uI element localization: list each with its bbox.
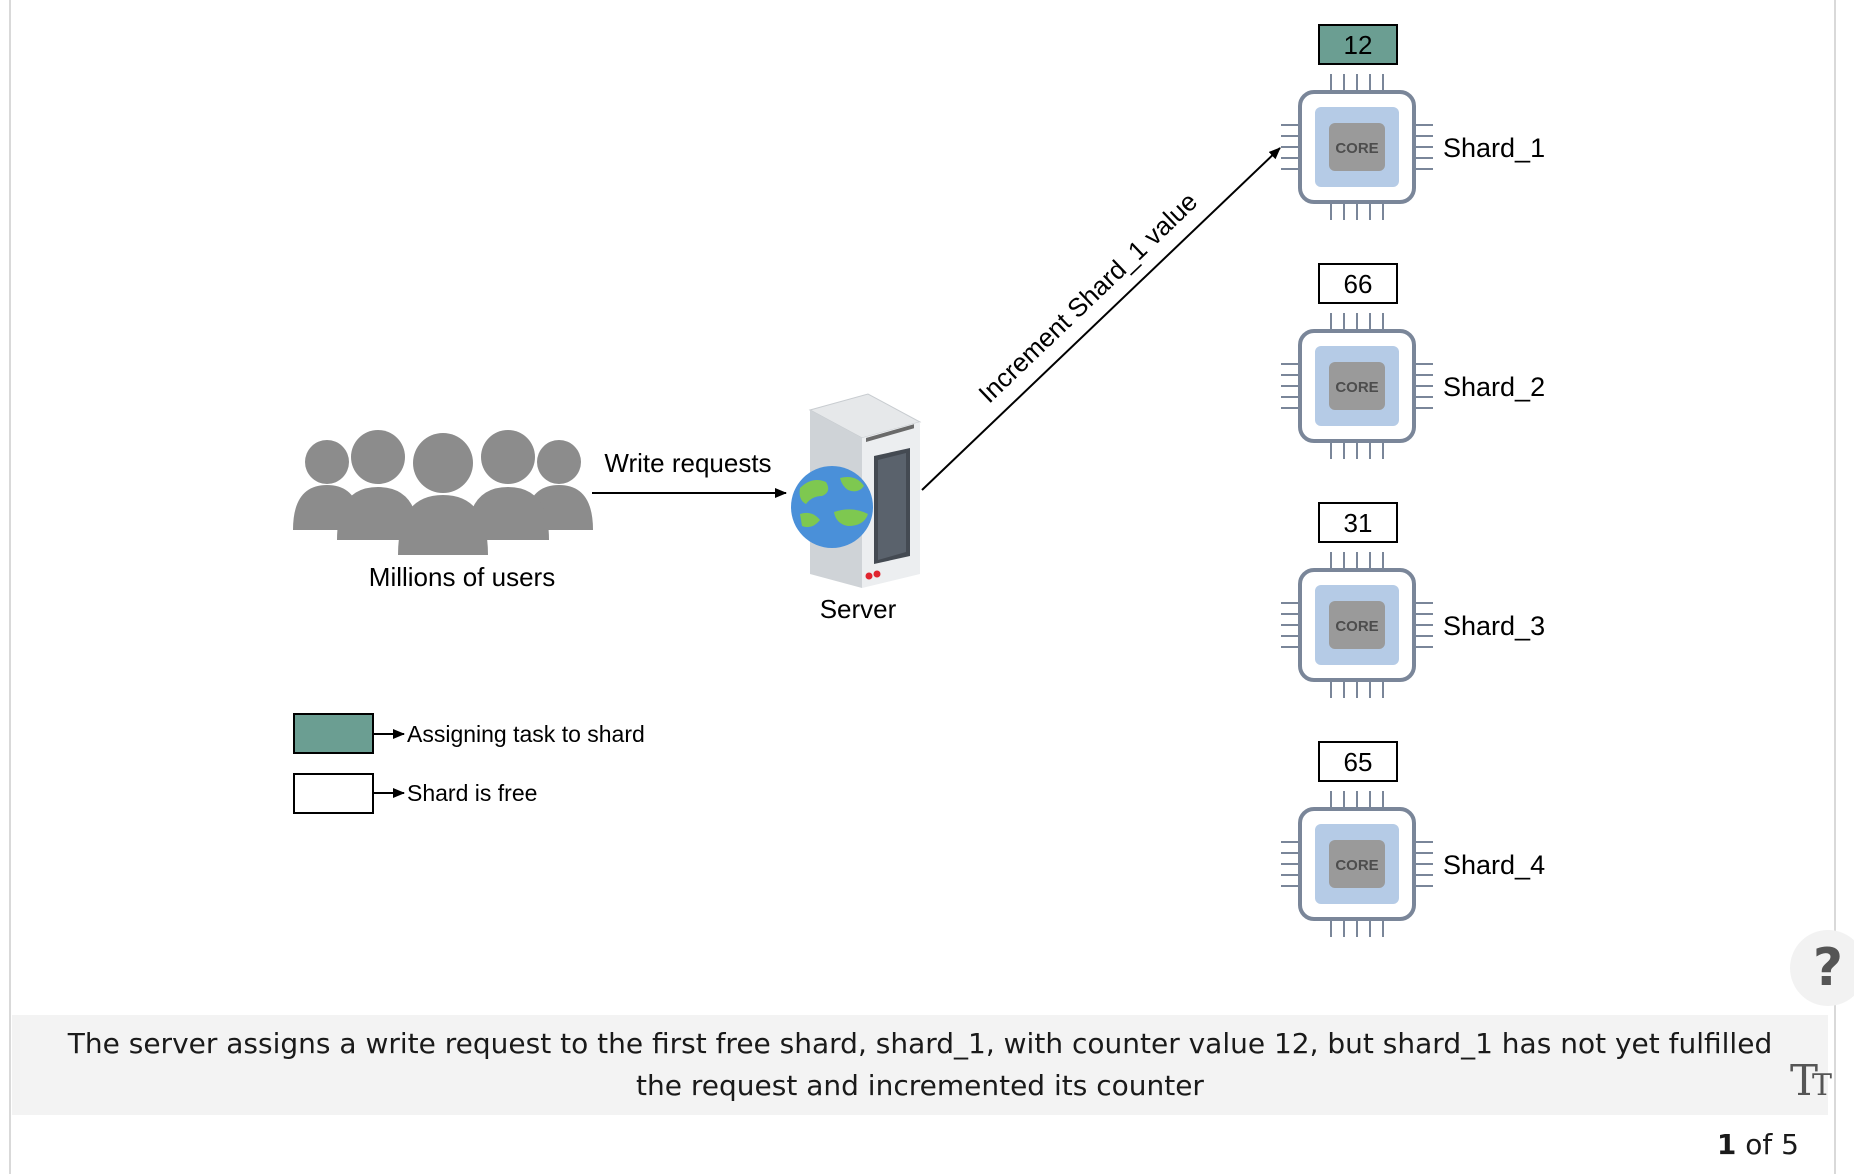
shard-counter-box — [1318, 502, 1398, 543]
legend: Assigning task to shard Shard is free — [293, 713, 645, 814]
server-icon — [791, 393, 922, 588]
chip-pins — [1281, 313, 1433, 459]
chip-core-label: CORE — [1335, 140, 1378, 157]
help-icon: ? — [1812, 938, 1844, 998]
server-label: Server — [820, 594, 897, 624]
pager-current: 1 — [1716, 1128, 1737, 1161]
shard-counter-value: 31 — [1344, 508, 1373, 538]
shard-counter-value: 12 — [1344, 30, 1373, 60]
shard-counter-box — [1318, 741, 1398, 782]
legend-assigning-swatch — [293, 713, 374, 754]
write-requests-label: Write requests — [604, 448, 771, 478]
chip-core-label: CORE — [1335, 618, 1378, 635]
legend-assigning-label: Assigning task to shard — [407, 721, 645, 747]
chip-core-label: CORE — [1335, 857, 1378, 874]
increment-arrow-label: Increment Shard_1 value — [972, 186, 1203, 408]
users-label: Millions of users — [369, 562, 555, 592]
font-size-icon: TT — [1790, 1055, 1832, 1105]
caption-text: The server assigns a write request to th… — [67, 1027, 1773, 1102]
left-border — [9, 0, 11, 1174]
shard-counter-box — [1318, 24, 1398, 65]
shard-name-label: Shard_2 — [1443, 372, 1545, 402]
shards-group: CORE12Shard_1CORE66Shard_2CORE31Shard_3C… — [1281, 24, 1545, 937]
users-group-icon — [293, 430, 593, 555]
font-size-button[interactable]: TT — [1790, 1042, 1854, 1118]
shard-name-label: Shard_1 — [1443, 133, 1545, 163]
shard-counter-box — [1318, 263, 1398, 304]
slide-pager: 1 of 5 — [1717, 1128, 1799, 1161]
help-button[interactable]: ? — [1790, 930, 1854, 1006]
legend-free-swatch — [293, 773, 374, 814]
chip-core-label: CORE — [1335, 379, 1378, 396]
chip-pins — [1281, 552, 1433, 698]
legend-free-label: Shard is free — [407, 780, 537, 806]
shard-name-label: Shard_3 — [1443, 611, 1545, 641]
chip-pins — [1281, 791, 1433, 937]
shard-counter-value: 66 — [1344, 269, 1373, 299]
caption-bar: The server assigns a write request to th… — [12, 1015, 1828, 1115]
shard-name-label: Shard_4 — [1443, 850, 1545, 880]
increment-arrow — [921, 147, 1281, 491]
pager-total: of 5 — [1736, 1128, 1799, 1161]
shard-counter-value: 65 — [1344, 747, 1373, 777]
right-border — [1834, 0, 1836, 1174]
chip-pins — [1281, 74, 1433, 220]
